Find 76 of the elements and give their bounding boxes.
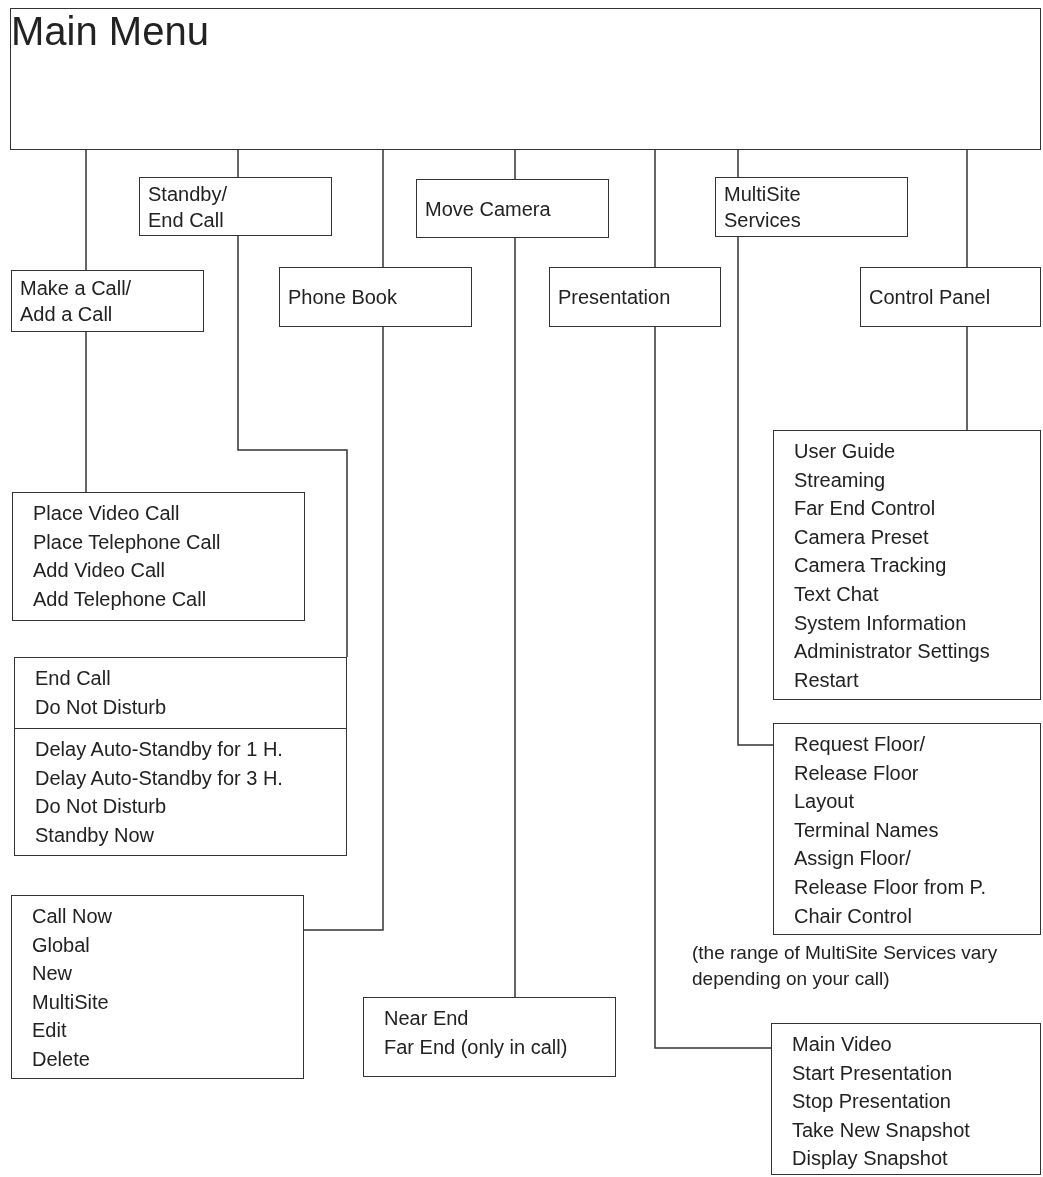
title-box (10, 8, 1041, 150)
menu-item: Do Not Disturb (35, 694, 168, 720)
menu-item: User Guide (794, 439, 897, 464)
submenu-box (11, 895, 304, 1079)
menu-box (139, 177, 332, 236)
menu-item: Standby Now (35, 822, 155, 848)
menu-item: Far End (only in call) (384, 1034, 569, 1060)
connector-line (237, 235, 348, 658)
menu-item: Layout (794, 789, 856, 815)
menu-item: Assign Floor/ Release Floor from P. (794, 846, 987, 900)
connector-line (966, 149, 968, 268)
connector-line (654, 326, 772, 1049)
connector-line (966, 326, 968, 431)
menu-item: Place Video Call (33, 501, 181, 526)
menu-label: Move Camera (425, 196, 551, 222)
menu-item: End Call (35, 666, 112, 691)
menu-item: Request Floor/ Release Floor (794, 732, 927, 786)
submenu-box (771, 1023, 1041, 1175)
connector-line (514, 237, 516, 998)
menu-label: Presentation (558, 285, 671, 310)
note-text: (the range of MultiSite Services vary depending on your call) (692, 941, 999, 991)
connector-line (382, 149, 384, 268)
menu-item: Take New Snapshot (792, 1117, 971, 1143)
menu-item: Administrator Settings (794, 639, 991, 665)
menu-item: Delay Auto-Standby for 3 H. (35, 765, 284, 791)
menu-item: Text Chat (794, 581, 880, 607)
submenu-box (12, 492, 305, 621)
menu-item: Global (32, 932, 91, 958)
menu-item: Call Now (32, 904, 114, 929)
menu-label: MultiSite Services (724, 182, 802, 233)
connector-line (237, 149, 239, 178)
menu-item: Near End (384, 1006, 470, 1031)
menu-item: System Information (794, 610, 968, 636)
menu-item: Edit (32, 1018, 68, 1044)
menu-item: Camera Tracking (794, 553, 948, 579)
menu-item: Add Telephone Call (33, 586, 208, 612)
connector-line (85, 149, 87, 271)
submenu-box (773, 430, 1041, 700)
menu-item: Main Video (792, 1032, 893, 1057)
connector-line (654, 149, 656, 268)
menu-label: Make a Call/ Add a Call (20, 276, 132, 327)
connector-line (85, 331, 87, 493)
menu-item: Terminal Names (794, 817, 940, 843)
menu-item: Stop Presentation (792, 1089, 952, 1115)
submenu-box (14, 657, 347, 729)
submenu-box (363, 997, 616, 1077)
menu-item: Delete (32, 1046, 91, 1072)
menu-item: Chair Control (794, 903, 913, 929)
menu-label: Control Panel (869, 285, 991, 310)
menu-item: Do Not Disturb (35, 794, 168, 820)
menu-item: Add Video Call (33, 558, 166, 584)
connector-line (737, 149, 739, 178)
connector-line (303, 326, 384, 931)
menu-item: Far End Control (794, 496, 937, 522)
menu-item: Camera Preset (794, 524, 930, 550)
menu-item: Place Telephone Call (33, 529, 222, 555)
menu-item: Streaming (794, 467, 887, 493)
title-text: Main Menu (11, 9, 210, 54)
menu-item: Display Snapshot (792, 1146, 949, 1172)
menu-item: Delay Auto-Standby for 1 H. (35, 737, 284, 762)
menu-box (860, 267, 1041, 327)
menu-label: Standby/ End Call (148, 181, 227, 233)
menu-item: Restart (794, 667, 860, 693)
menu-item: Start Presentation (792, 1060, 954, 1086)
menu-box (715, 177, 908, 237)
menu-box (416, 179, 609, 238)
menu-label: Phone Book (288, 285, 397, 310)
connector-line (514, 149, 516, 180)
menu-box (549, 267, 721, 327)
menu-item: New (32, 961, 73, 987)
menu-item: MultiSite (32, 989, 110, 1015)
submenu-box (773, 723, 1041, 935)
menu-box (279, 267, 472, 327)
connector-line (737, 236, 774, 746)
submenu-box (14, 728, 347, 856)
menu-box (11, 270, 204, 332)
